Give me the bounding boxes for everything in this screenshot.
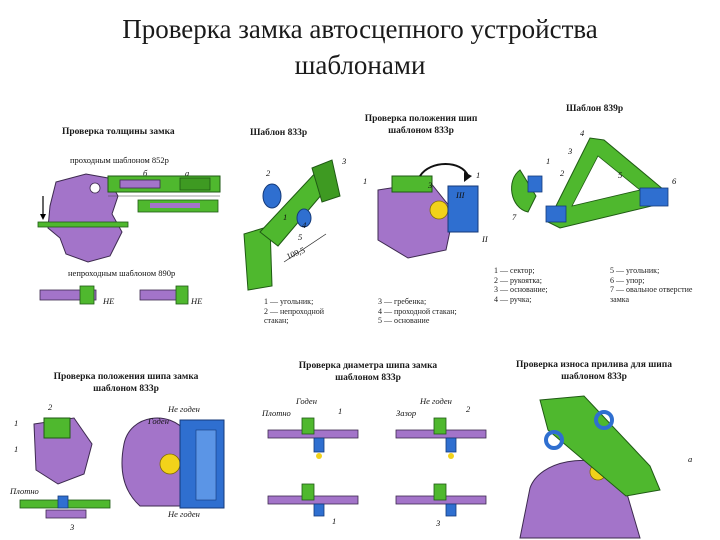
legend-839-left-2: 2 — рукоятка; [494, 275, 542, 285]
legend-833-left-3: стакан; [264, 316, 289, 326]
lug-wear-illustration [519, 395, 661, 539]
legend-833-left: 1 — угольник; 2 — непроходной стакан; [264, 297, 324, 326]
pin-diameter-callout-2: 2 [466, 404, 471, 414]
pin-position-bottom-callout-3: 3 [70, 522, 75, 532]
template-833-caption: Шаблон 833р [250, 128, 308, 138]
pin-diameter-caption-1: Проверка диаметра шипа замка [298, 361, 438, 371]
template-833-callout-4: 4 [302, 220, 307, 230]
legend-833-right-1: 3 — гребенка; [378, 297, 427, 306]
slide-title-line1: Проверка замка автосцепного устройства [122, 14, 598, 44]
pin-position-top-callout-ii: II [482, 234, 488, 244]
pin-position-top-caption-1: Проверка положения шип [364, 114, 478, 124]
template-833-callout-2: 2 [266, 168, 271, 178]
legend-839-left-4: 4 — ручка; [494, 294, 532, 304]
template-839-callout-1: 1 [546, 156, 551, 166]
pin-position-bottom-illustration [19, 417, 225, 519]
pin-position-top-illustration [377, 163, 479, 259]
template-839-caption: Шаблон 839р [566, 104, 624, 114]
thickness-mark-ne2: НЕ [191, 296, 203, 306]
template-839-callout-7: 7 [512, 212, 517, 222]
thickness-caption: Проверка толщины замка [62, 127, 175, 137]
pin-position-top-callout-1: 1 [363, 176, 368, 186]
pin-position-bottom-callout-1b: 1 [14, 444, 19, 454]
template-839-callout-5: 5 [618, 170, 623, 180]
pin-position-top-callout-1b: 1 [476, 170, 481, 180]
pin-diameter-good: Годен [296, 396, 317, 406]
template-833-callout-3: 3 [342, 156, 347, 166]
lug-wear-caption-1: Проверка износа прилива для шипа [516, 360, 672, 370]
pin-diameter-callout-1: 1 [338, 406, 343, 416]
template-833-illustration [243, 159, 341, 291]
template-839-callout-3: 3 [568, 146, 573, 156]
legend-833-left-2: 2 — непроходной [264, 306, 325, 316]
pin-diameter-bad: Не годен [420, 396, 452, 406]
legend-833-right: 3 — гребенка; 4 — проходной стакан; 5 — … [378, 297, 457, 326]
nopass-template-890 [39, 285, 189, 305]
legend-833-left-1: 1 — угольник; [264, 297, 314, 306]
thickness-mark-b: б [143, 168, 148, 178]
pass-template-852 [107, 175, 221, 213]
pin-position-top-callout-3: 3 [428, 180, 433, 190]
legend-839-right: 5 — угольник; 6 — упор; 7 — овальное отв… [610, 266, 692, 304]
legend-839-left-3: 3 — основание; [494, 285, 548, 295]
pin-position-top-caption-2: шаблоном 833р [388, 126, 454, 136]
pin-position-bottom-bad-top: Не годен [168, 404, 200, 414]
pin-position-bottom-bad-bottom: Не годен [168, 509, 200, 519]
template-833-callout-1: 1 [283, 212, 288, 222]
template-833-callout-5: 5 [298, 232, 303, 242]
pin-diameter-callout-3: 3 [436, 518, 441, 528]
pin-position-bottom-tight: Плотно [10, 486, 39, 496]
template-839-illustration [511, 137, 669, 229]
pin-diameter-illustration [267, 417, 487, 517]
pin-position-bottom-callout-1: 1 [14, 418, 19, 428]
lug-wear-caption-2: шаблоном 833р [561, 372, 627, 382]
pin-diameter-caption-2: шаблоном 833р [335, 373, 401, 383]
legend-833-right-2: 4 — проходной стакан; [378, 306, 457, 316]
legend-839-right-1: 5 — угольник; [610, 266, 660, 275]
thickness-mark-ne1: НЕ [103, 296, 115, 306]
template-839-callout-4: 4 [580, 128, 585, 138]
pin-position-bottom-good: Годен [148, 416, 169, 426]
pin-position-bottom-callout-2: 2 [48, 402, 53, 412]
lug-wear-callout-a: а [688, 454, 693, 464]
pin-position-top-callout-iii: III [456, 190, 465, 200]
legend-839-right-2: 6 — упор; [610, 275, 645, 285]
pin-diameter-callout-1b: 1 [332, 516, 337, 526]
pin-position-bottom-caption-1: Проверка положения шипа замка [53, 372, 199, 382]
template-839-callout-6: 6 [672, 176, 677, 186]
pin-diameter-tight: Плотно [262, 408, 291, 418]
slide-title-line2: шаблонами [294, 50, 426, 80]
template-839-callout-2: 2 [560, 168, 565, 178]
thickness-nopass-label: непроходным шаблоном 890р [68, 268, 176, 278]
legend-839-right-3: 7 — овальное отверстие [610, 285, 693, 295]
legend-839-left: 1 — сектор; 2 — рукоятка; 3 — основание;… [494, 266, 548, 304]
legend-833-right-3: 5 — основание [378, 316, 430, 326]
pin-diameter-gap: Зазор [396, 408, 417, 418]
thickness-mark-a: а [185, 168, 190, 178]
legend-839-right-4: замка [610, 294, 630, 304]
legend-839-left-1: 1 — сектор; [494, 266, 535, 275]
pin-position-bottom-caption-2: шаблоном 833р [93, 384, 159, 394]
thickness-pass-label: проходным шаблоном 852р [70, 155, 169, 165]
